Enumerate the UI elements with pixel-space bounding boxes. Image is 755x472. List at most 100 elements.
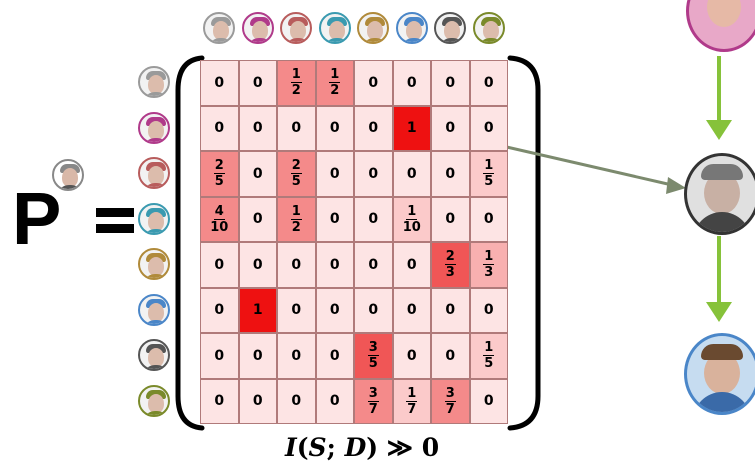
matrix-cell: 0 bbox=[354, 287, 393, 333]
matrix-cell: 0 bbox=[277, 287, 316, 333]
mi-value: 0 bbox=[421, 433, 440, 462]
avatar-face bbox=[367, 21, 383, 40]
matrix-cell: 0 bbox=[392, 60, 431, 106]
mi-symbol: I bbox=[285, 433, 297, 462]
column-avatar bbox=[280, 12, 312, 44]
fraction-numerator: 3 bbox=[367, 340, 379, 357]
matrix-cell: 0 bbox=[315, 242, 354, 288]
matrix-label: P bbox=[12, 177, 62, 260]
fraction-denominator: 7 bbox=[368, 401, 378, 417]
matrix-cell: 0 bbox=[238, 333, 277, 379]
fraction-denominator: 2 bbox=[291, 83, 301, 99]
fraction-numerator: 3 bbox=[444, 385, 456, 402]
matrix-cell: 0 bbox=[238, 378, 277, 424]
matrix-cell: 0 bbox=[315, 196, 354, 242]
matrix-cell: 0 bbox=[469, 105, 508, 151]
matrix-cell: 0 bbox=[392, 242, 431, 288]
matrix-cell: 0 bbox=[277, 242, 316, 288]
matrix-cell: 0 bbox=[431, 196, 470, 242]
matrix-cell: 0 bbox=[431, 60, 470, 106]
fraction-numerator: 2 bbox=[444, 249, 456, 266]
matrix-cell: 0 bbox=[392, 151, 431, 197]
avatar-body bbox=[143, 319, 168, 324]
fraction-numerator: 3 bbox=[367, 385, 379, 402]
matrix-cell: 1 bbox=[392, 105, 431, 151]
matrix-cell: 0 bbox=[277, 105, 316, 151]
matrix-cell: 0 bbox=[354, 242, 393, 288]
avatar-face bbox=[148, 302, 164, 322]
column-avatar bbox=[318, 12, 351, 44]
avatar-body bbox=[143, 92, 168, 96]
column-avatar bbox=[203, 12, 235, 44]
fraction-numerator: 1 bbox=[290, 67, 302, 84]
fraction-denominator: 2 bbox=[291, 219, 301, 235]
avatar-body bbox=[439, 38, 464, 42]
mi-relation: ≫ bbox=[386, 433, 413, 462]
matrix-cell: 0 bbox=[238, 60, 277, 106]
matrix-cell: 0 bbox=[277, 378, 316, 424]
matrix-cell: 0 bbox=[469, 196, 508, 242]
avatar-face bbox=[251, 21, 268, 40]
row-avatar bbox=[138, 293, 170, 326]
fraction-denominator: 2 bbox=[330, 83, 340, 99]
right-bracket bbox=[507, 55, 541, 431]
avatar-body bbox=[143, 183, 168, 187]
matrix-cell: 1 bbox=[238, 287, 277, 333]
matrix-cell: 0 bbox=[200, 242, 239, 288]
matrix-cell: 0 bbox=[392, 287, 431, 333]
matrix-label-avatar bbox=[52, 159, 84, 191]
fraction-denominator: 10 bbox=[402, 219, 421, 235]
avatar-face bbox=[148, 75, 164, 94]
avatar-face bbox=[148, 120, 164, 140]
matrix-cell: 0 bbox=[315, 287, 354, 333]
link-arrow-head bbox=[666, 177, 686, 194]
mutual-information-caption: I(S; D) ≫ 0 bbox=[285, 433, 440, 462]
avatar-face bbox=[290, 21, 306, 40]
avatar-face bbox=[328, 21, 345, 40]
avatar-body bbox=[246, 38, 272, 42]
matrix-cell: 0 bbox=[354, 196, 393, 242]
matrix-cell: 0 bbox=[392, 333, 431, 379]
matrix-cell: 0 bbox=[200, 287, 239, 333]
matrix-cell: 0 bbox=[200, 333, 239, 379]
matrix-cell: 0 bbox=[431, 151, 470, 197]
avatar-body bbox=[323, 38, 349, 42]
fraction-denominator: 5 bbox=[214, 174, 224, 190]
row-avatar bbox=[138, 66, 170, 98]
matrix-cell: 0 bbox=[469, 60, 508, 106]
fraction-numerator: 1 bbox=[406, 203, 418, 220]
matrix-cell: 0 bbox=[238, 242, 277, 288]
fraction-denominator: 5 bbox=[291, 174, 301, 190]
column-avatar bbox=[472, 12, 505, 44]
matrix-cell: 0 bbox=[315, 151, 354, 197]
column-avatar bbox=[434, 12, 466, 44]
column-avatar bbox=[241, 12, 274, 44]
avatar-face bbox=[405, 21, 422, 40]
matrix-cell: 0 bbox=[315, 105, 354, 151]
fraction-numerator: 4 bbox=[213, 203, 225, 220]
fraction-denominator: 10 bbox=[210, 219, 229, 235]
matrix-cell: 0 bbox=[200, 378, 239, 424]
